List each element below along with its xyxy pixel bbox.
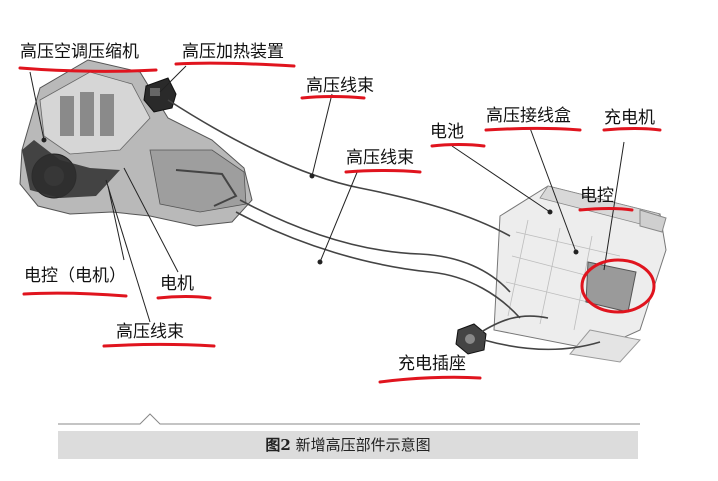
- underline-battery: [430, 143, 486, 148]
- figure-number: 图2: [265, 436, 291, 454]
- label-hv-junction-box: 高压接线盒: [486, 106, 571, 126]
- underline-harness-bottom: [102, 343, 216, 348]
- label-controller-motor: 电控（电机）: [24, 266, 126, 286]
- underline-junction-box: [484, 127, 582, 132]
- controller-highlight-circle: [580, 258, 656, 314]
- underline-charger: [602, 127, 662, 132]
- charge-port-illustration: [455, 323, 487, 355]
- underline-charge-port: [378, 375, 482, 384]
- label-hv-ac-compressor: 高压空调压缩机: [20, 42, 139, 62]
- label-charge-port: 充电插座: [398, 354, 466, 374]
- label-controller-right: 电控: [580, 186, 614, 206]
- leader-lines: [29, 65, 625, 323]
- label-hv-heater: 高压加热装置: [182, 42, 284, 62]
- underline-controller-left: [22, 291, 128, 298]
- figure-title: 新增高压部件示意图: [295, 436, 431, 454]
- hv-harness-cables: [167, 99, 601, 351]
- underline-compressor: [18, 66, 158, 73]
- underline-motor: [156, 295, 212, 300]
- caption-pointer: [58, 413, 640, 425]
- underline-heater: [174, 61, 296, 68]
- label-hv-harness-top: 高压线束: [306, 76, 374, 96]
- label-motor: 电机: [160, 274, 194, 294]
- engine-transmission-illustration: [19, 59, 253, 227]
- label-hv-harness-bottom: 高压线束: [116, 322, 184, 342]
- red-underlines: [18, 61, 662, 384]
- caption-bar: 图2 新增高压部件示意图: [58, 431, 638, 459]
- underline-controller-right: [578, 207, 634, 212]
- underline-harness-top: [300, 95, 366, 100]
- label-battery: 电池: [430, 122, 464, 142]
- battery-pack-illustration: [493, 185, 667, 363]
- underline-harness-mid: [344, 169, 422, 174]
- label-hv-harness-mid: 高压线束: [346, 148, 414, 168]
- label-charger: 充电机: [604, 108, 655, 128]
- figure-caption: 图2 新增高压部件示意图: [58, 431, 638, 459]
